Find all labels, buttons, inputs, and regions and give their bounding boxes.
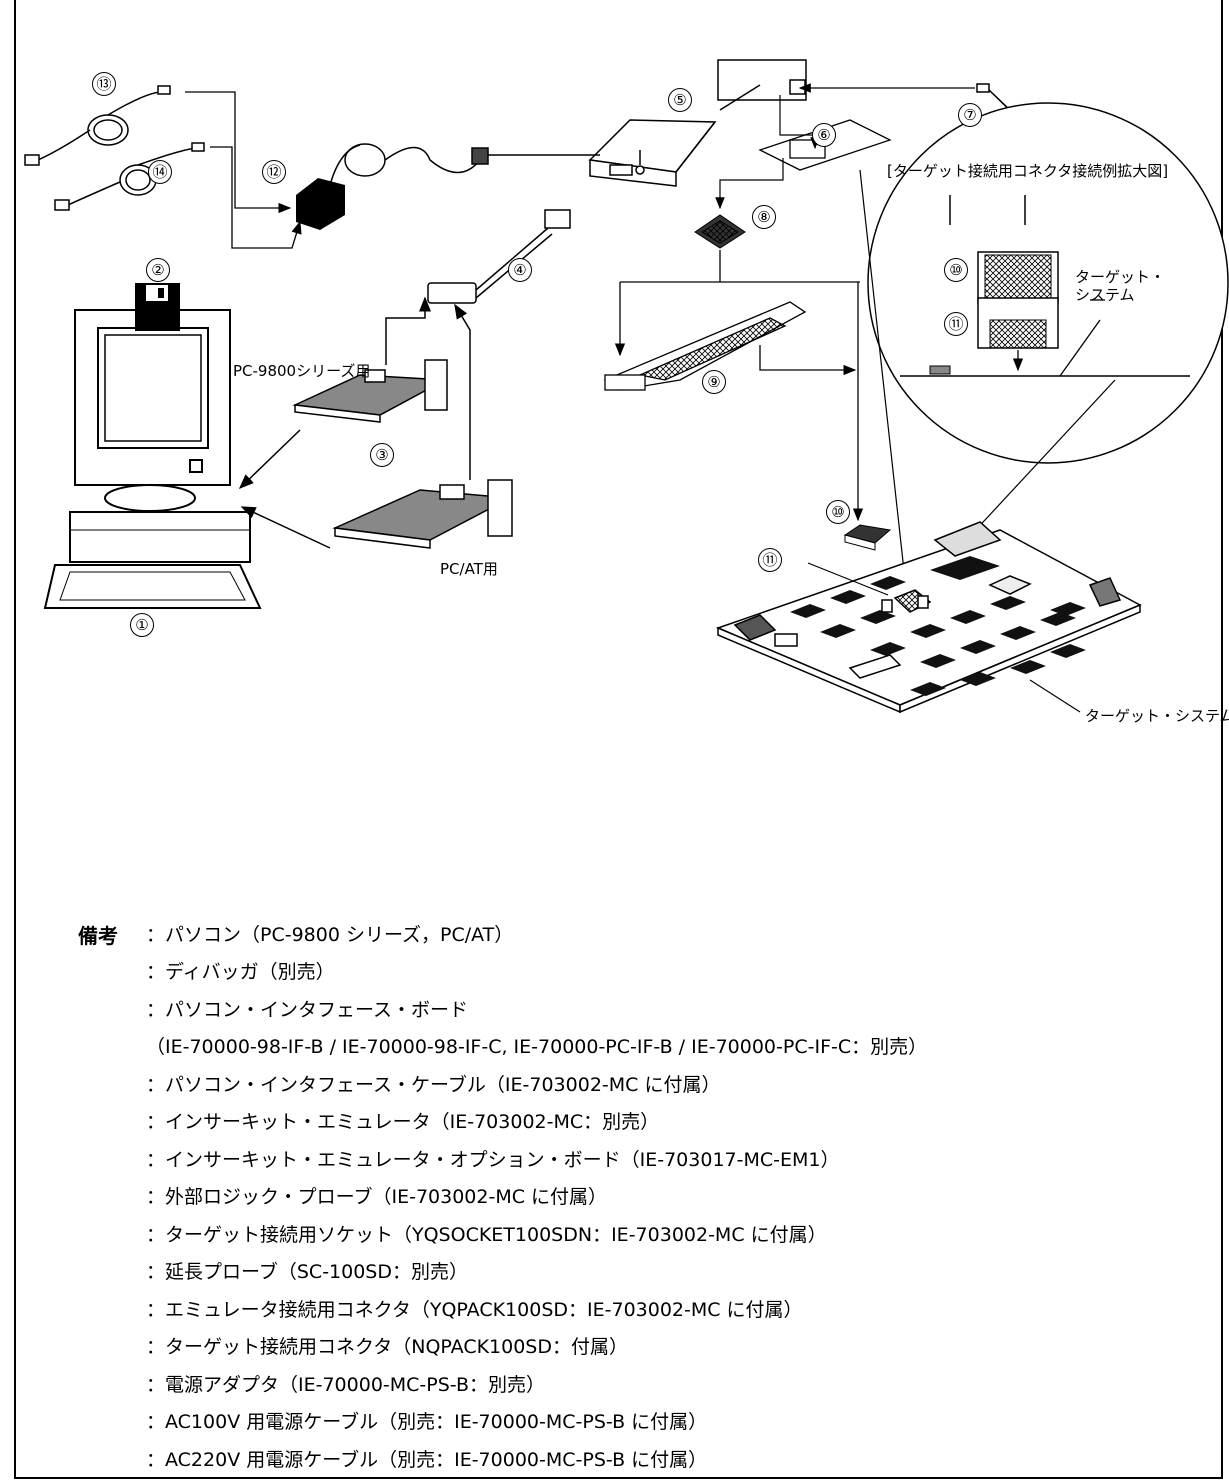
note-12: ：電源アダプタ（IE-70000-MC-PS-B：別売） bbox=[146, 1374, 546, 1396]
note-9: ：延長プローブ（SC-100SD：別売） bbox=[146, 1261, 468, 1283]
callout-zoom-11: ⑪ bbox=[944, 312, 968, 336]
callout-5: ⑤ bbox=[668, 88, 692, 112]
note-13: ：AC100V 用電源ケーブル（別売：IE-70000-MC-PS-B に付属） bbox=[146, 1411, 708, 1433]
note-2: ：ディバッガ（別売） bbox=[146, 961, 335, 983]
label-pc9800: PC-9800シリーズ用 bbox=[233, 362, 371, 380]
note-8: ：ターゲット接続用ソケット（YQSOCKET100SDN：IE-703002-M… bbox=[146, 1224, 827, 1246]
interface-board-pcat bbox=[332, 479, 513, 549]
callout-10: ⑩ bbox=[826, 500, 850, 524]
callout-3: ③ bbox=[370, 443, 394, 467]
callout-zoom-10: ⑩ bbox=[944, 258, 968, 282]
floppy-disk-icon bbox=[135, 283, 180, 331]
callout-1: ① bbox=[130, 613, 154, 637]
label-zoom-caption: [ターゲット接続用コネクタ接続例拡大図] bbox=[887, 162, 1169, 180]
note-4: ：パソコン・インタフェース・ケーブル（IE-703002-MC に付属） bbox=[146, 1074, 721, 1096]
note-5: ：インサーキット・エミュレータ（IE-703002-MC：別売） bbox=[146, 1111, 660, 1133]
callout-4: ④ bbox=[508, 258, 532, 282]
callout-6: ⑥ bbox=[812, 123, 836, 147]
callout-12: ⑫ bbox=[262, 160, 286, 184]
power-adapter bbox=[296, 178, 345, 230]
power-cable-ac220v bbox=[54, 142, 205, 211]
note-14: ：AC220V 用電源ケーブル（別売：IE-70000-MC-PS-B に付属） bbox=[146, 1449, 708, 1471]
in-circuit-emulator bbox=[588, 59, 807, 187]
note-6: ：インサーキット・エミュレータ・オプション・ボード（IE-703017-MC-E… bbox=[146, 1149, 840, 1171]
tall-connector-10 bbox=[843, 524, 892, 551]
label-pcat: PC/AT用 bbox=[440, 560, 498, 578]
system-configuration-diagram bbox=[24, 59, 1229, 714]
zoom-detail bbox=[867, 102, 1229, 464]
callout-7: ⑦ bbox=[958, 103, 982, 127]
adapter-cable bbox=[329, 143, 600, 186]
interface-board-pc9800 bbox=[292, 359, 448, 423]
note-10: ：エミュレータ接続用コネクタ（YQPACK100SD：IE-703002-MC … bbox=[146, 1299, 803, 1321]
note-3-detail: （IE-70000-98-IF-B / IE-70000-98-IF-C, IE… bbox=[146, 1036, 928, 1058]
label-target-system: ターゲット・システム bbox=[1085, 707, 1229, 725]
note-7: ：外部ロジック・プローブ（IE-703002-MC に付属） bbox=[146, 1186, 608, 1208]
callout-13: ⑬ bbox=[92, 72, 116, 96]
interface-cable bbox=[427, 209, 571, 304]
callout-9: ⑨ bbox=[702, 370, 726, 394]
figure-frame bbox=[14, 0, 1223, 1479]
power-cable-ac100v bbox=[24, 85, 171, 166]
callout-2: ② bbox=[146, 258, 170, 282]
personal-computer bbox=[43, 309, 262, 609]
callout-8: ⑧ bbox=[752, 205, 776, 229]
callout-11: ⑪ bbox=[758, 548, 782, 572]
target-system-board bbox=[715, 521, 1142, 714]
emulator-connector bbox=[694, 214, 746, 249]
extension-probe bbox=[603, 301, 807, 391]
note-1: ：パソコン（PC-9800 シリーズ，PC/AT） bbox=[146, 924, 514, 946]
label-target-system-callout: ターゲット・ システム bbox=[1075, 268, 1166, 304]
note-11: ：ターゲット接続用コネクタ（NQPACK100SD：付属） bbox=[146, 1336, 628, 1358]
note-3: ：パソコン・インタフェース・ボード bbox=[146, 999, 469, 1021]
callout-14: ⑭ bbox=[148, 160, 172, 184]
notes-heading: 備考 bbox=[78, 924, 118, 948]
